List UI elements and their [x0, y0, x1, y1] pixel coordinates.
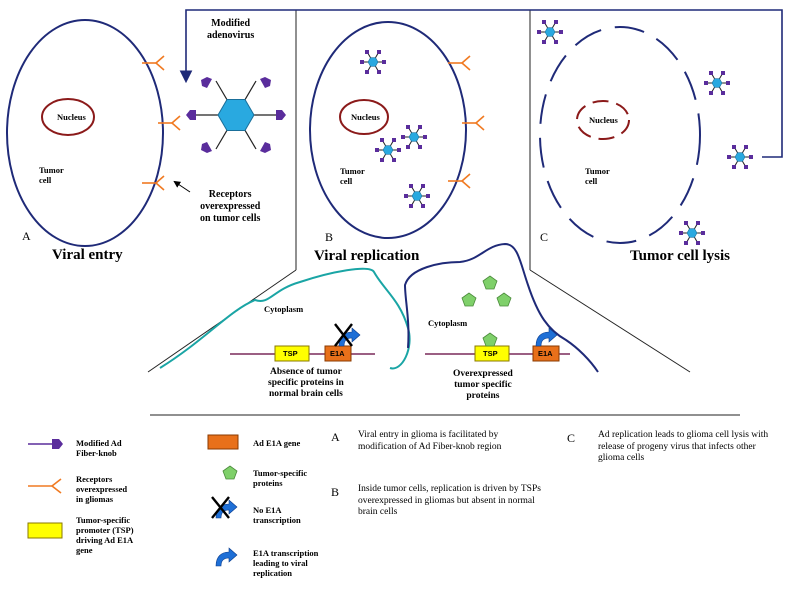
nucleus-label-c: Nucleus: [589, 115, 618, 125]
tsp-box-left: [274, 345, 310, 362]
panel-letter-a: A: [22, 229, 31, 243]
virus-b4-icon: [403, 183, 431, 209]
virus-c1-icon: [536, 19, 564, 45]
tsp-label-left: TSP: [283, 349, 298, 358]
virus-b3-icon: [374, 137, 402, 163]
tumor-cell-label-a: Tumor cell: [39, 165, 64, 185]
no-transcription-icon: [211, 496, 238, 519]
modified-adenovirus-icon: [186, 77, 286, 153]
desc-text-c: Ad replication leads to glioma cell lysi…: [598, 430, 769, 463]
receptor-a2: [157, 115, 181, 131]
cytoplasm-label-right: Cytoplasm: [428, 318, 468, 328]
tumor-cell-label-b: Tumor cell: [340, 166, 365, 186]
receptor-callout-label: Receptors overexpressed on tumor cells: [200, 189, 261, 224]
progeny-return-arrow: [179, 9, 783, 158]
e1a-box-right: [532, 345, 560, 362]
tsp-protein-1: [482, 275, 498, 290]
transcription-arrow-right: [535, 327, 558, 347]
cytoplasm-label-left: Cytoplasm: [264, 304, 304, 314]
legend-receptor-text: Receptors overexpressed in gliomas: [76, 474, 128, 504]
desc-text-b: Inside tumor cells, replication is drive…: [358, 484, 541, 517]
nucleus-c: [576, 100, 630, 140]
legend-pentagon-text: Tumor-specific proteins: [253, 468, 308, 488]
separator-bc-diagonal: [529, 269, 691, 373]
tsp-protein-4: [482, 332, 498, 347]
tsp-label-right: TSP: [483, 349, 498, 358]
legend-fiber-knob-text: Modified Ad Fiber-knob: [76, 438, 122, 458]
modified-adenovirus-label: Modified adenovirus: [207, 18, 255, 41]
desc-letter-c: C: [567, 431, 576, 445]
legend-no-transcription-text: No E1A transcription: [253, 505, 301, 525]
virus-c4-icon: [678, 220, 706, 246]
tumor-membrane: [403, 242, 599, 373]
receptor-pointer-arrow: [173, 180, 191, 193]
panel-title-a: Viral entry: [52, 247, 123, 263]
transcription-arrow-icon: [215, 547, 238, 567]
receptor-a1: [141, 55, 165, 71]
virus-b1-icon: [359, 49, 387, 75]
tsp-protein-2: [461, 292, 477, 307]
legend-tsp-text: Tumor-specific promoter (TSP) driving Ad…: [76, 515, 134, 555]
desc-letter-b: B: [331, 485, 340, 499]
pentagon-icon: [222, 465, 238, 480]
desc-letter-a: A: [331, 430, 340, 444]
tumor-cell-a: [6, 19, 164, 247]
tsp-protein-3: [496, 292, 512, 307]
virus-b2-icon: [400, 124, 428, 150]
nucleus-b: [339, 99, 389, 135]
panel-title-b: Viral replication: [314, 248, 420, 264]
virus-c3-icon: [726, 144, 754, 170]
panel-title-c: Tumor cell lysis: [630, 248, 731, 264]
lysed-cell-c: [539, 26, 701, 244]
panel-letter-c: C: [540, 230, 549, 244]
legend-transcription-text: E1A transcription leading to viral repli…: [253, 548, 319, 578]
nucleus-a: [41, 98, 95, 136]
fiber-knob-icon: [28, 439, 63, 449]
e1a-box-icon: [207, 434, 239, 450]
e1a-box-left: [324, 345, 352, 362]
e1a-label-right: E1A: [538, 349, 553, 358]
nucleus-label-a: Nucleus: [57, 112, 86, 122]
desc-text-a: Viral entry in glioma is facilitated by …: [358, 430, 502, 452]
tsp-box-icon: [27, 522, 63, 539]
tumor-cell-b: [309, 21, 467, 239]
caption-left: Absence of tumor specific proteins in no…: [268, 367, 344, 399]
no-transcription-icon-left: [334, 323, 361, 347]
e1a-label-left: E1A: [330, 349, 345, 358]
virus-c2-icon: [703, 70, 731, 96]
panel-letter-b: B: [325, 230, 334, 244]
caption-right: Overexpressed tumor specific proteins: [453, 369, 513, 401]
legend-e1a-text: Ad E1A gene: [253, 438, 301, 448]
receptor-icon: [28, 478, 62, 494]
nucleus-label-b: Nucleus: [351, 112, 380, 122]
tumor-cell-label-c: Tumor cell: [585, 166, 610, 186]
